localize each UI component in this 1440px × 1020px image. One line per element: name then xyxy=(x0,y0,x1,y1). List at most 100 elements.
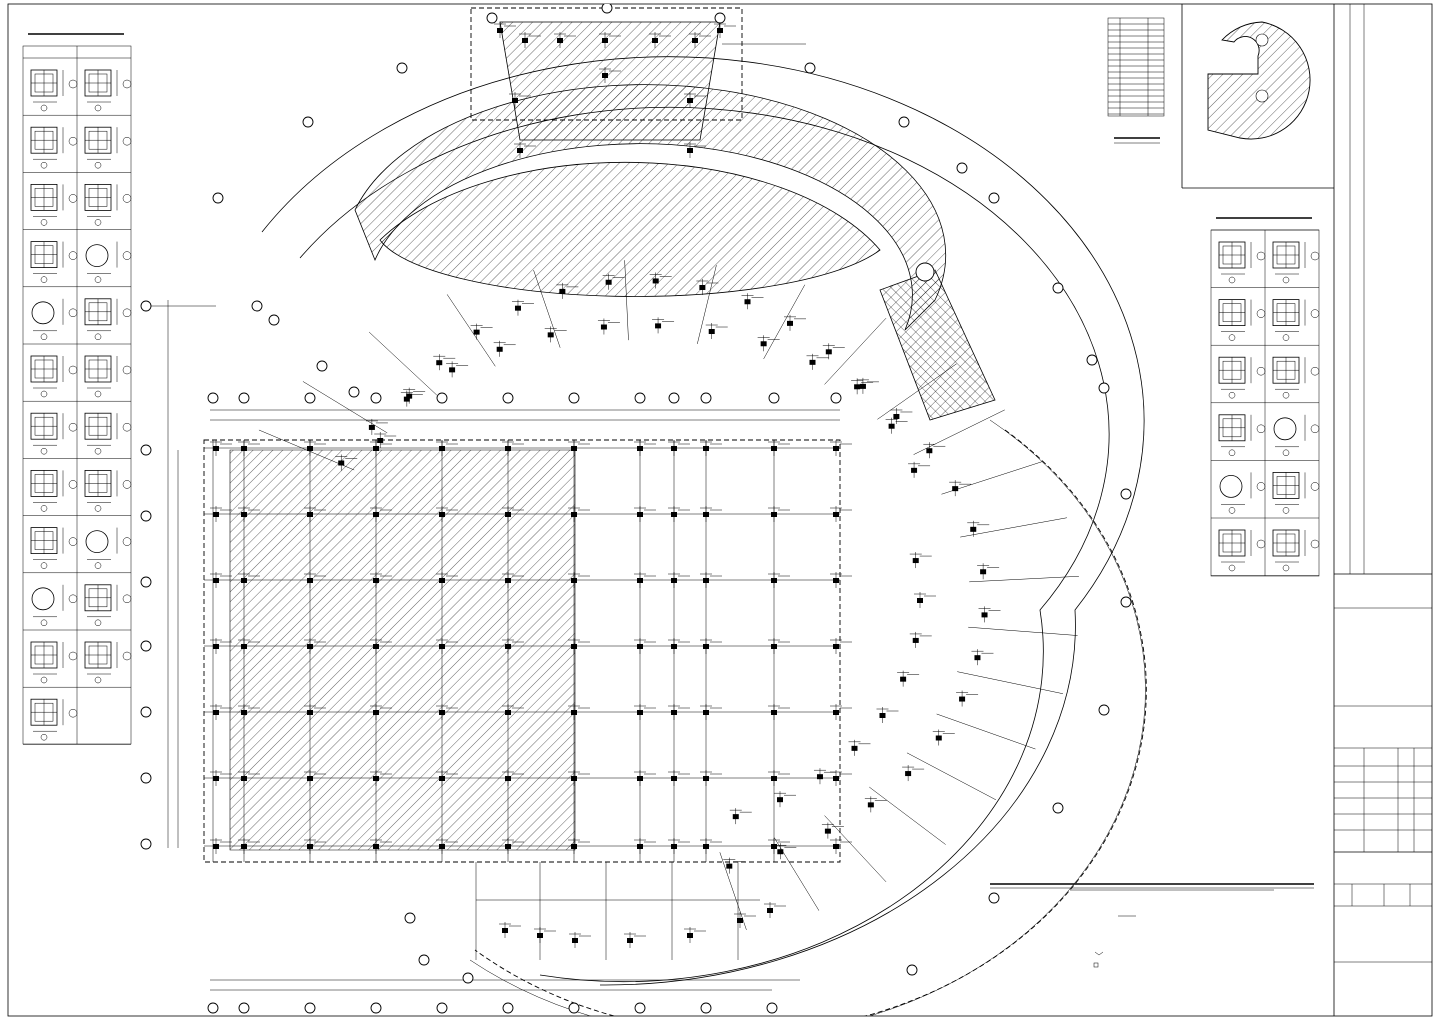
column-marker xyxy=(876,707,899,723)
column-marker xyxy=(568,572,590,588)
column-marker xyxy=(568,838,590,854)
column-marker xyxy=(210,838,232,854)
column-marker xyxy=(436,770,458,786)
column-marker xyxy=(768,506,790,522)
column-marker xyxy=(741,293,764,310)
column-marker xyxy=(436,638,458,654)
grid-axis-bubble xyxy=(768,392,780,404)
column-marker xyxy=(830,638,852,654)
grid-axis-bubble xyxy=(140,640,152,652)
column-marker xyxy=(684,92,706,108)
column-section-detail xyxy=(1218,529,1266,572)
grid-axis-bubble xyxy=(140,510,152,522)
grid-axis-bubble xyxy=(404,912,416,924)
grid-axis-bubble xyxy=(370,392,382,404)
column-marker xyxy=(768,838,790,854)
column-marker xyxy=(599,67,621,83)
column-marker xyxy=(967,520,990,537)
column-marker xyxy=(502,572,524,588)
grid-axis-bubble xyxy=(1052,802,1064,814)
column-section-detail xyxy=(1272,471,1320,514)
column-marker xyxy=(897,670,920,687)
grid-axis-bubble xyxy=(700,1002,712,1014)
upper-dome-slab xyxy=(379,161,881,297)
column-marker xyxy=(813,768,836,785)
column-marker xyxy=(304,572,326,588)
column-marker xyxy=(370,638,392,654)
column-marker xyxy=(956,690,979,707)
grid-axis-bubble xyxy=(418,954,430,966)
column-marker xyxy=(238,838,260,854)
grid-axis-bubble xyxy=(268,314,280,326)
column-marker xyxy=(238,704,260,720)
grid-axis-bubble xyxy=(700,392,712,404)
column-marker xyxy=(649,272,672,289)
column-marker xyxy=(700,838,722,854)
column-marker xyxy=(700,770,722,786)
column-marker xyxy=(446,361,469,378)
column-marker xyxy=(830,506,852,522)
column-marker xyxy=(499,922,521,938)
column-marker xyxy=(502,638,524,654)
column-marker xyxy=(830,838,852,854)
column-section-detail xyxy=(30,641,78,684)
column-marker xyxy=(568,638,590,654)
column-marker xyxy=(210,440,232,456)
column-marker xyxy=(568,770,590,786)
grid-axis-bubble xyxy=(634,1002,646,1014)
column-marker xyxy=(370,704,392,720)
column-marker xyxy=(652,317,675,334)
column-marker xyxy=(304,440,326,456)
column-marker xyxy=(700,704,722,720)
column-marker xyxy=(365,418,388,435)
column-section-detail xyxy=(84,412,132,455)
column-section-detail xyxy=(84,469,132,512)
grid-axis-bubble xyxy=(1120,488,1132,500)
column-marker xyxy=(569,932,591,948)
column-marker xyxy=(830,440,852,456)
column-marker xyxy=(768,638,790,654)
inner-ring xyxy=(469,419,1146,1016)
grid-axis-bubble xyxy=(634,392,646,404)
column-marker xyxy=(502,440,524,456)
column-marker xyxy=(304,506,326,522)
key-plan xyxy=(1181,4,1334,189)
column-marker xyxy=(822,343,845,360)
grid-axis-bubble xyxy=(238,392,250,404)
column-marker xyxy=(544,326,567,343)
grid-axis-bubble xyxy=(804,62,816,74)
column-marker xyxy=(403,387,426,404)
grid-axis-bubble xyxy=(207,1002,219,1014)
column-marker xyxy=(634,770,656,786)
column-marker xyxy=(668,572,690,588)
column-marker xyxy=(784,314,806,331)
column-section-detail xyxy=(84,126,132,169)
column-marker xyxy=(238,440,260,456)
column-marker xyxy=(700,506,722,522)
column-marker xyxy=(914,592,936,608)
column-marker xyxy=(684,927,706,943)
title-block xyxy=(1334,4,1432,963)
middle-ring xyxy=(299,106,1110,982)
column-marker xyxy=(971,649,994,666)
grid-axis-bubble xyxy=(1086,354,1098,366)
grid-axis-bubble xyxy=(486,12,498,24)
column-marker xyxy=(599,32,621,48)
column-section-detail xyxy=(1273,414,1320,457)
column-marker xyxy=(624,932,646,948)
grid-axis-bubble xyxy=(238,1002,250,1014)
column-section-detail xyxy=(30,183,78,226)
column-detail-table-right xyxy=(1210,217,1320,577)
column-marker xyxy=(238,572,260,588)
column-marker xyxy=(370,572,392,588)
column-marker xyxy=(977,563,1000,580)
column-section-detail xyxy=(84,298,132,341)
column-section-detail xyxy=(30,527,78,569)
grid-axis-bubble xyxy=(140,772,152,784)
column-marker xyxy=(502,506,524,522)
column-marker xyxy=(554,32,576,48)
grid-axis-bubble xyxy=(1098,704,1110,716)
column-marker xyxy=(568,440,590,456)
column-marker xyxy=(856,377,879,394)
